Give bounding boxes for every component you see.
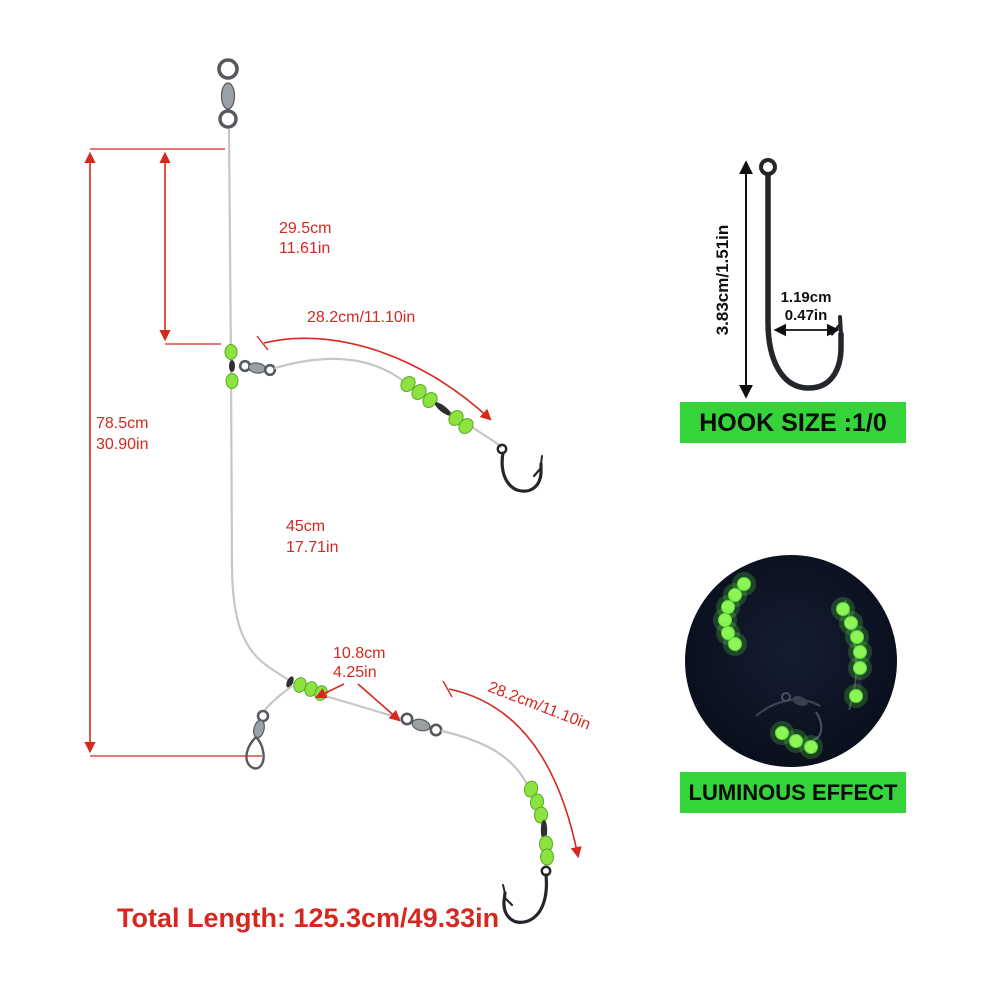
lower-branch-beads — [523, 780, 554, 866]
dim-top-inch-label: 11.61in — [279, 240, 330, 257]
bead — [540, 848, 554, 866]
swivel-barrel — [247, 362, 267, 374]
snap-dropper-line — [263, 684, 294, 712]
glow-bead — [839, 611, 863, 635]
total-length-label: Total Length: 125.3cm/49.33in — [117, 903, 499, 933]
hook-point — [502, 884, 506, 894]
dim-leader-drop-right — [357, 683, 401, 722]
upper-dropper-assembly — [224, 344, 277, 389]
faint-swivel — [792, 696, 808, 706]
hook-size-banner — [680, 402, 906, 443]
swivel-ring — [218, 109, 238, 129]
hook-gap-inch-label: 0.47in — [785, 307, 828, 324]
swivel-ring — [263, 363, 277, 377]
glow-bead — [723, 632, 747, 656]
lower-junction-assembly — [245, 676, 328, 770]
swivel-barrel — [411, 718, 431, 732]
crimp-stop — [229, 360, 235, 372]
bead — [523, 780, 539, 798]
fishing-rig-illustration — [217, 58, 554, 924]
dim-top-cm-label: 29.5cm — [279, 220, 331, 237]
faint-clip — [812, 711, 823, 741]
main-line — [227, 128, 300, 688]
upper-hook-icon — [496, 443, 543, 493]
swivel-ring — [256, 709, 270, 723]
bead — [400, 376, 416, 392]
dim-tick-upper-branch — [256, 335, 269, 351]
lower-branch-line — [440, 729, 548, 868]
crimp-stop — [286, 676, 294, 688]
dim-curve-lower-branch — [448, 688, 582, 859]
hook-bend — [502, 873, 549, 924]
glow-bead — [713, 608, 737, 632]
hook-barb — [503, 896, 514, 907]
hook-eye — [759, 158, 777, 176]
dim-drop-cm-label: 10.8cm — [333, 645, 385, 662]
hook-barb — [532, 466, 543, 478]
lower-hook-icon — [502, 865, 552, 924]
dim-left-cm-label: 78.5cm — [96, 415, 148, 432]
glow-bead — [770, 721, 794, 745]
luminous-stick — [540, 820, 548, 840]
swivel-ring — [217, 58, 239, 80]
luminous-stick — [434, 402, 452, 416]
dim-curve-upper-branch — [263, 337, 492, 421]
hook-shank-bend — [765, 172, 844, 391]
hook-size-detail: 3.83cm/1.51in 1.19cm 0.47in HOOK SIZE :1… — [680, 158, 906, 443]
upper-branch-beads — [400, 376, 474, 434]
middle-swivel-icon — [400, 712, 443, 737]
hook-gap-cm-label: 1.19cm — [781, 289, 832, 306]
upper-branch-line — [273, 357, 503, 449]
dim-drop-inch-label: 4.25in — [333, 664, 377, 681]
main-line-lower — [320, 693, 404, 721]
glow-bead — [844, 684, 868, 708]
glow-bead — [784, 729, 808, 753]
bead — [458, 418, 474, 434]
snap-clip — [245, 736, 265, 770]
swivel-ring — [429, 723, 443, 737]
luminous-banner — [680, 772, 906, 813]
hook-bend — [500, 451, 543, 493]
bead — [529, 793, 545, 811]
glowing-beads — [713, 572, 872, 759]
bead — [411, 384, 427, 400]
swivel-barrel — [220, 82, 236, 110]
luminous-circle-contents — [713, 572, 872, 759]
glow-bead — [848, 656, 872, 680]
dimension-annotations: 29.5cm 11.61in 28.2cm/11.10in 78.5cm 30.… — [84, 148, 593, 933]
luminous-effect-detail: LUMINOUS EFFECT — [680, 555, 906, 813]
glow-bead — [831, 597, 855, 621]
dim-leader-drop-left — [314, 683, 345, 699]
swivel-barrel — [253, 719, 265, 739]
bead — [225, 373, 239, 389]
dim-middle-inch-label: 17.71in — [286, 539, 339, 556]
faint-ring — [781, 692, 791, 702]
dim-tick-lower-branch — [442, 680, 453, 698]
bead — [533, 806, 549, 824]
bead — [224, 344, 238, 360]
dim-upper-branch-label: 28.2cm/11.10in — [307, 309, 415, 326]
hook-size-banner-label: HOOK SIZE :1/0 — [699, 409, 887, 437]
dim-middle-cm-label: 45cm — [286, 518, 325, 535]
hook-point — [540, 455, 543, 465]
swivel-ring — [400, 712, 414, 726]
luminous-banner-label: LUMINOUS EFFECT — [689, 780, 899, 805]
dim-left-inch-label: 30.90in — [96, 436, 149, 453]
dark-stick — [856, 674, 862, 690]
dim-lower-branch-label: 28.2cm/11.10in — [486, 679, 593, 734]
glow-bead — [799, 735, 823, 759]
glow-bead — [716, 595, 740, 619]
glow-bead — [845, 625, 869, 649]
top-swivel-icon — [217, 58, 239, 129]
glow-bead — [848, 640, 872, 664]
hook-height-label: 3.83cm/1.51in — [713, 225, 732, 336]
